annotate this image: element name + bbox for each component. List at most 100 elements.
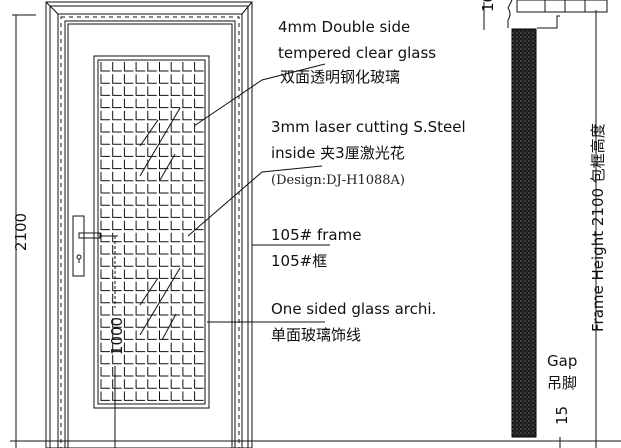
pattern-cell <box>112 342 122 353</box>
pattern-cell <box>170 281 181 292</box>
pattern-cell <box>100 257 110 267</box>
pattern-cell <box>100 232 110 243</box>
pattern-cell <box>100 171 110 182</box>
pattern-cell <box>194 318 204 328</box>
frame-height-label: Frame Height 2100 包框高度 <box>589 123 607 332</box>
pattern-cell <box>147 232 157 243</box>
pattern-cell <box>100 342 110 353</box>
pattern-cell <box>147 306 157 316</box>
pattern-cell <box>159 342 169 353</box>
archi-label: One sided glass archi. <box>271 300 436 318</box>
pattern-cell <box>147 110 157 121</box>
pattern-cell <box>112 391 122 401</box>
pattern-cell <box>112 220 122 231</box>
pattern-cell <box>159 147 169 157</box>
pattern-cell <box>170 98 181 109</box>
pattern-cell <box>147 379 157 389</box>
pattern-cell <box>123 159 134 170</box>
pattern-cell <box>100 391 110 401</box>
pattern-cell <box>123 171 134 182</box>
pattern-cell <box>170 184 181 194</box>
pattern-cell <box>182 293 192 304</box>
pattern-cell <box>194 208 204 218</box>
pattern-cell <box>182 196 192 206</box>
pattern-cell <box>147 208 157 218</box>
pattern-cell <box>147 62 157 72</box>
pattern-cell <box>194 184 204 194</box>
pattern-cell <box>170 367 181 377</box>
pattern-cell <box>182 330 192 340</box>
pattern-cell <box>194 62 204 72</box>
pattern-cell <box>135 379 146 389</box>
pattern-cell <box>159 196 169 206</box>
pattern-cell <box>135 86 146 96</box>
pattern-cell <box>159 330 169 340</box>
pattern-cell <box>182 184 192 194</box>
pattern-cell <box>123 269 134 279</box>
pattern-cell <box>112 306 122 316</box>
pattern-cell <box>194 196 204 206</box>
pattern-cell <box>182 391 192 401</box>
pattern-cell <box>182 379 192 389</box>
pattern-cell <box>159 86 169 96</box>
pattern-cell <box>182 86 192 96</box>
pattern-cell <box>159 232 169 243</box>
pattern-cell <box>147 98 157 109</box>
pattern-cell <box>112 110 122 121</box>
laser-cut-pattern <box>100 62 204 401</box>
pattern-cell <box>135 110 146 121</box>
pattern-cell <box>194 147 204 157</box>
glass-label-1: 4mm Double side <box>278 18 410 36</box>
pattern-cell <box>170 159 181 170</box>
door-handle <box>72 215 101 277</box>
pattern-cell <box>112 62 122 72</box>
pattern-cell <box>123 220 134 231</box>
pattern-cell <box>123 74 134 84</box>
pattern-cell <box>194 232 204 243</box>
pattern-cell <box>135 281 146 292</box>
pattern-cell <box>182 367 192 377</box>
pattern-cell <box>135 208 146 218</box>
pattern-cell <box>170 306 181 316</box>
pattern-cell <box>123 245 134 255</box>
pattern-cell <box>159 367 169 377</box>
pattern-cell <box>159 318 169 328</box>
pattern-cell <box>170 110 181 121</box>
pattern-cell <box>135 293 146 304</box>
pattern-cell <box>194 159 204 170</box>
pattern-cell <box>159 208 169 218</box>
pattern-cell <box>135 135 146 145</box>
pattern-cell <box>182 220 192 231</box>
pattern-cell <box>182 232 192 243</box>
pattern-cell <box>182 354 192 365</box>
pattern-cell <box>123 62 134 72</box>
pattern-cell <box>100 318 110 328</box>
pattern-cell <box>159 62 169 72</box>
pattern-cell <box>147 184 157 194</box>
pattern-cell <box>147 123 157 133</box>
pattern-cell <box>170 318 181 328</box>
pattern-cell <box>170 245 181 255</box>
pattern-cell <box>100 159 110 170</box>
pattern-cell <box>159 74 169 84</box>
pattern-cell <box>123 391 134 401</box>
pattern-cell <box>112 293 122 304</box>
pattern-cell <box>147 342 157 353</box>
pattern-cell <box>135 171 146 182</box>
pattern-cell <box>170 196 181 206</box>
pattern-cell <box>159 184 169 194</box>
pattern-cell <box>135 306 146 316</box>
pattern-cell <box>194 74 204 84</box>
frame-label-cn: 105#框 <box>271 252 327 270</box>
pattern-cell <box>123 184 134 194</box>
pattern-cell <box>100 110 110 121</box>
pattern-cell <box>100 98 110 109</box>
pattern-cell <box>147 245 157 255</box>
pattern-cell <box>194 379 204 389</box>
pattern-cell <box>112 123 122 133</box>
pattern-cell <box>147 354 157 365</box>
pattern-cell <box>159 159 169 170</box>
pattern-cell <box>194 293 204 304</box>
pattern-cell <box>182 245 192 255</box>
pattern-cell <box>123 379 134 389</box>
